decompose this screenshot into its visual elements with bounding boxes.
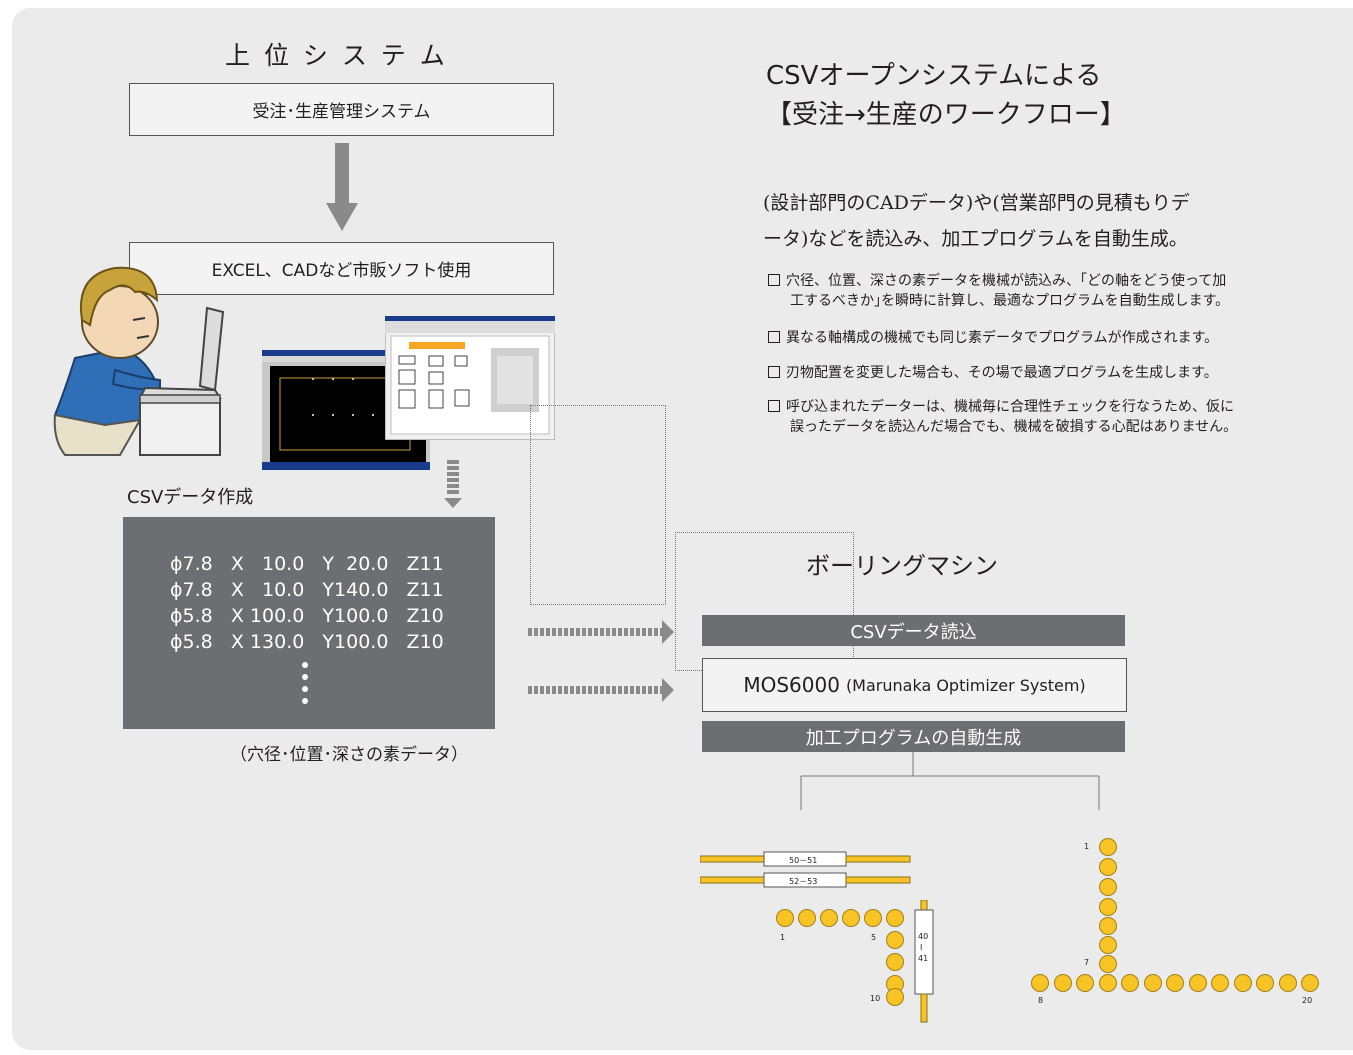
mos6000-subtitle: (Marunaka Optimizer System) bbox=[845, 675, 1086, 695]
mos6000-box: MOS6000 (Marunaka Optimizer System) bbox=[702, 658, 1127, 712]
spindle-label: 52－53 bbox=[789, 877, 818, 886]
drill-bit-circle bbox=[1099, 878, 1117, 896]
auto-program-step: 加工プログラムの自動生成 bbox=[702, 721, 1125, 752]
bullet-text: 誤ったデータを読込んだ場合でも、機械を破損する心配はありません。 bbox=[790, 419, 1238, 435]
drill-bit-circle bbox=[1166, 974, 1184, 992]
csv-row: ϕ5.8 X 100.0 Y100.0 Z10 bbox=[170, 605, 444, 627]
bullet-item: 穴径、位置、深さの素データを機械が読込み、｢どの軸をどう使って加 工するべきか｣… bbox=[768, 271, 1229, 311]
drill-bit-circle bbox=[1031, 974, 1049, 992]
drill-number-label: 10 bbox=[870, 994, 881, 1003]
drill-bit-circle bbox=[1144, 974, 1162, 992]
drill-bit-circle bbox=[1099, 936, 1117, 954]
drill-number-label: 8 bbox=[1038, 996, 1044, 1005]
vertical-spindle-unit bbox=[914, 900, 934, 1023]
drill-bit-circle bbox=[1076, 974, 1094, 992]
bullet-text: 呼び込まれたデーターは、機械毎に合理性チェックを行なうため、仮に bbox=[786, 399, 1234, 415]
drill-number-label: 5 bbox=[871, 933, 877, 942]
bullet-text: 刃物配置を変更した場合も、その場で最適プログラムを生成します。 bbox=[786, 365, 1218, 381]
drill-number-label: 1 bbox=[780, 933, 786, 942]
upper-system-title: 上 位 シ ス テ ム bbox=[225, 41, 448, 70]
drill-bit-circle bbox=[886, 988, 904, 1006]
dotted-connector bbox=[530, 405, 666, 605]
drill-bit-circle bbox=[1099, 898, 1117, 916]
bullet-item: 呼び込まれたデーターは、機械毎に合理性チェックを行なうため、仮に 誤ったデータを… bbox=[768, 397, 1237, 437]
spindle-label: 50－51 bbox=[789, 856, 818, 865]
drill-number-label: 7 bbox=[1084, 958, 1090, 967]
drill-bit-circle bbox=[1099, 858, 1117, 876]
csv-row: ϕ5.8 X 130.0 Y100.0 Z10 bbox=[170, 631, 444, 653]
drill-bit-circle bbox=[886, 909, 904, 927]
drill-bit-circle bbox=[1301, 974, 1319, 992]
mos6000-label: MOS6000 bbox=[743, 673, 840, 697]
csv-caption: （穴径･位置･深さの素データ） bbox=[230, 745, 468, 765]
heading-line-2: 【受注→生産のワークフロー】 bbox=[766, 100, 1126, 130]
csv-read-step: CSVデータ読込 bbox=[702, 615, 1125, 646]
drill-bit-circle bbox=[1279, 974, 1297, 992]
small-down-arrow-icon bbox=[444, 460, 462, 508]
csv-data-block: ϕ7.8 X 10.0 Y 20.0 Z11 ϕ7.8 X 10.0 Y140.… bbox=[123, 517, 495, 729]
horizontal-spindle-bars bbox=[700, 851, 911, 888]
person-at-computer-icon bbox=[53, 266, 225, 456]
drill-bit-circle bbox=[886, 931, 904, 949]
drill-bit-circle bbox=[1054, 974, 1072, 992]
csv-creation-label: CSVデータ作成 bbox=[127, 487, 254, 508]
drill-bit-circle bbox=[886, 953, 904, 971]
drill-bit-circle bbox=[1256, 974, 1274, 992]
drill-bit-circle bbox=[1121, 974, 1139, 992]
drill-bit-circle bbox=[776, 909, 794, 927]
down-arrow-icon bbox=[326, 143, 358, 231]
boring-machine-title: ボーリングマシン bbox=[806, 552, 998, 580]
drill-bit-circle bbox=[1099, 955, 1117, 973]
drill-bit-circle bbox=[1234, 974, 1252, 992]
drill-bit-circle bbox=[1099, 838, 1117, 856]
software-box: EXCEL、CADなど市販ソフト使用 bbox=[129, 242, 554, 295]
drill-bit-circle bbox=[1189, 974, 1207, 992]
right-arrow-icon bbox=[528, 678, 674, 702]
drill-number-label: 1 bbox=[1084, 842, 1090, 851]
checkbox-square-icon bbox=[768, 400, 780, 412]
drill-bit-circle bbox=[864, 909, 882, 927]
spindle-label: I bbox=[920, 943, 923, 952]
tree-connector bbox=[800, 752, 1100, 810]
vertical-ellipsis-icon bbox=[302, 662, 308, 704]
lead-line-1: (設計部門のCADデータ)や(営業部門の見積もりデ bbox=[763, 192, 1190, 214]
drill-bit-circle bbox=[820, 909, 838, 927]
spindle-label: 41 bbox=[918, 954, 929, 963]
order-management-box: 受注･生産管理システム bbox=[129, 83, 554, 136]
drill-bit-circle bbox=[798, 909, 816, 927]
drill-bit-circle bbox=[1211, 974, 1229, 992]
drill-bit-circle bbox=[1099, 974, 1117, 992]
drill-bit-circle bbox=[1099, 917, 1117, 935]
csv-row: ϕ7.8 X 10.0 Y 20.0 Z11 bbox=[170, 553, 444, 575]
lead-line-2: ータ)などを読込み、加工プログラムを自動生成。 bbox=[763, 228, 1188, 250]
right-arrow-icon bbox=[528, 620, 674, 644]
checkbox-square-icon bbox=[768, 366, 780, 378]
checkbox-square-icon bbox=[768, 274, 780, 286]
checkbox-square-icon bbox=[768, 331, 780, 343]
heading-line-1: CSVオープンシステムによる bbox=[766, 61, 1102, 91]
bullet-item: 刃物配置を変更した場合も、その場で最適プログラムを生成します。 bbox=[768, 363, 1218, 383]
bullet-text: 工するべきか｣を瞬時に計算し、最適なプログラムを自動生成します。 bbox=[790, 293, 1230, 309]
bullet-item: 異なる軸構成の機械でも同じ素データでプログラムが作成されます。 bbox=[768, 328, 1218, 348]
bullet-text: 異なる軸構成の機械でも同じ素データでプログラムが作成されます。 bbox=[786, 330, 1219, 346]
bullet-text: 穴径、位置、深さの素データを機械が読込み、｢どの軸をどう使って加 bbox=[786, 273, 1227, 289]
drill-bit-circle bbox=[842, 909, 860, 927]
spindle-label: 40 bbox=[918, 932, 929, 941]
csv-row: ϕ7.8 X 10.0 Y140.0 Z11 bbox=[170, 579, 444, 601]
excel-screenshot-image bbox=[385, 316, 555, 440]
drill-number-label: 20 bbox=[1302, 996, 1313, 1005]
